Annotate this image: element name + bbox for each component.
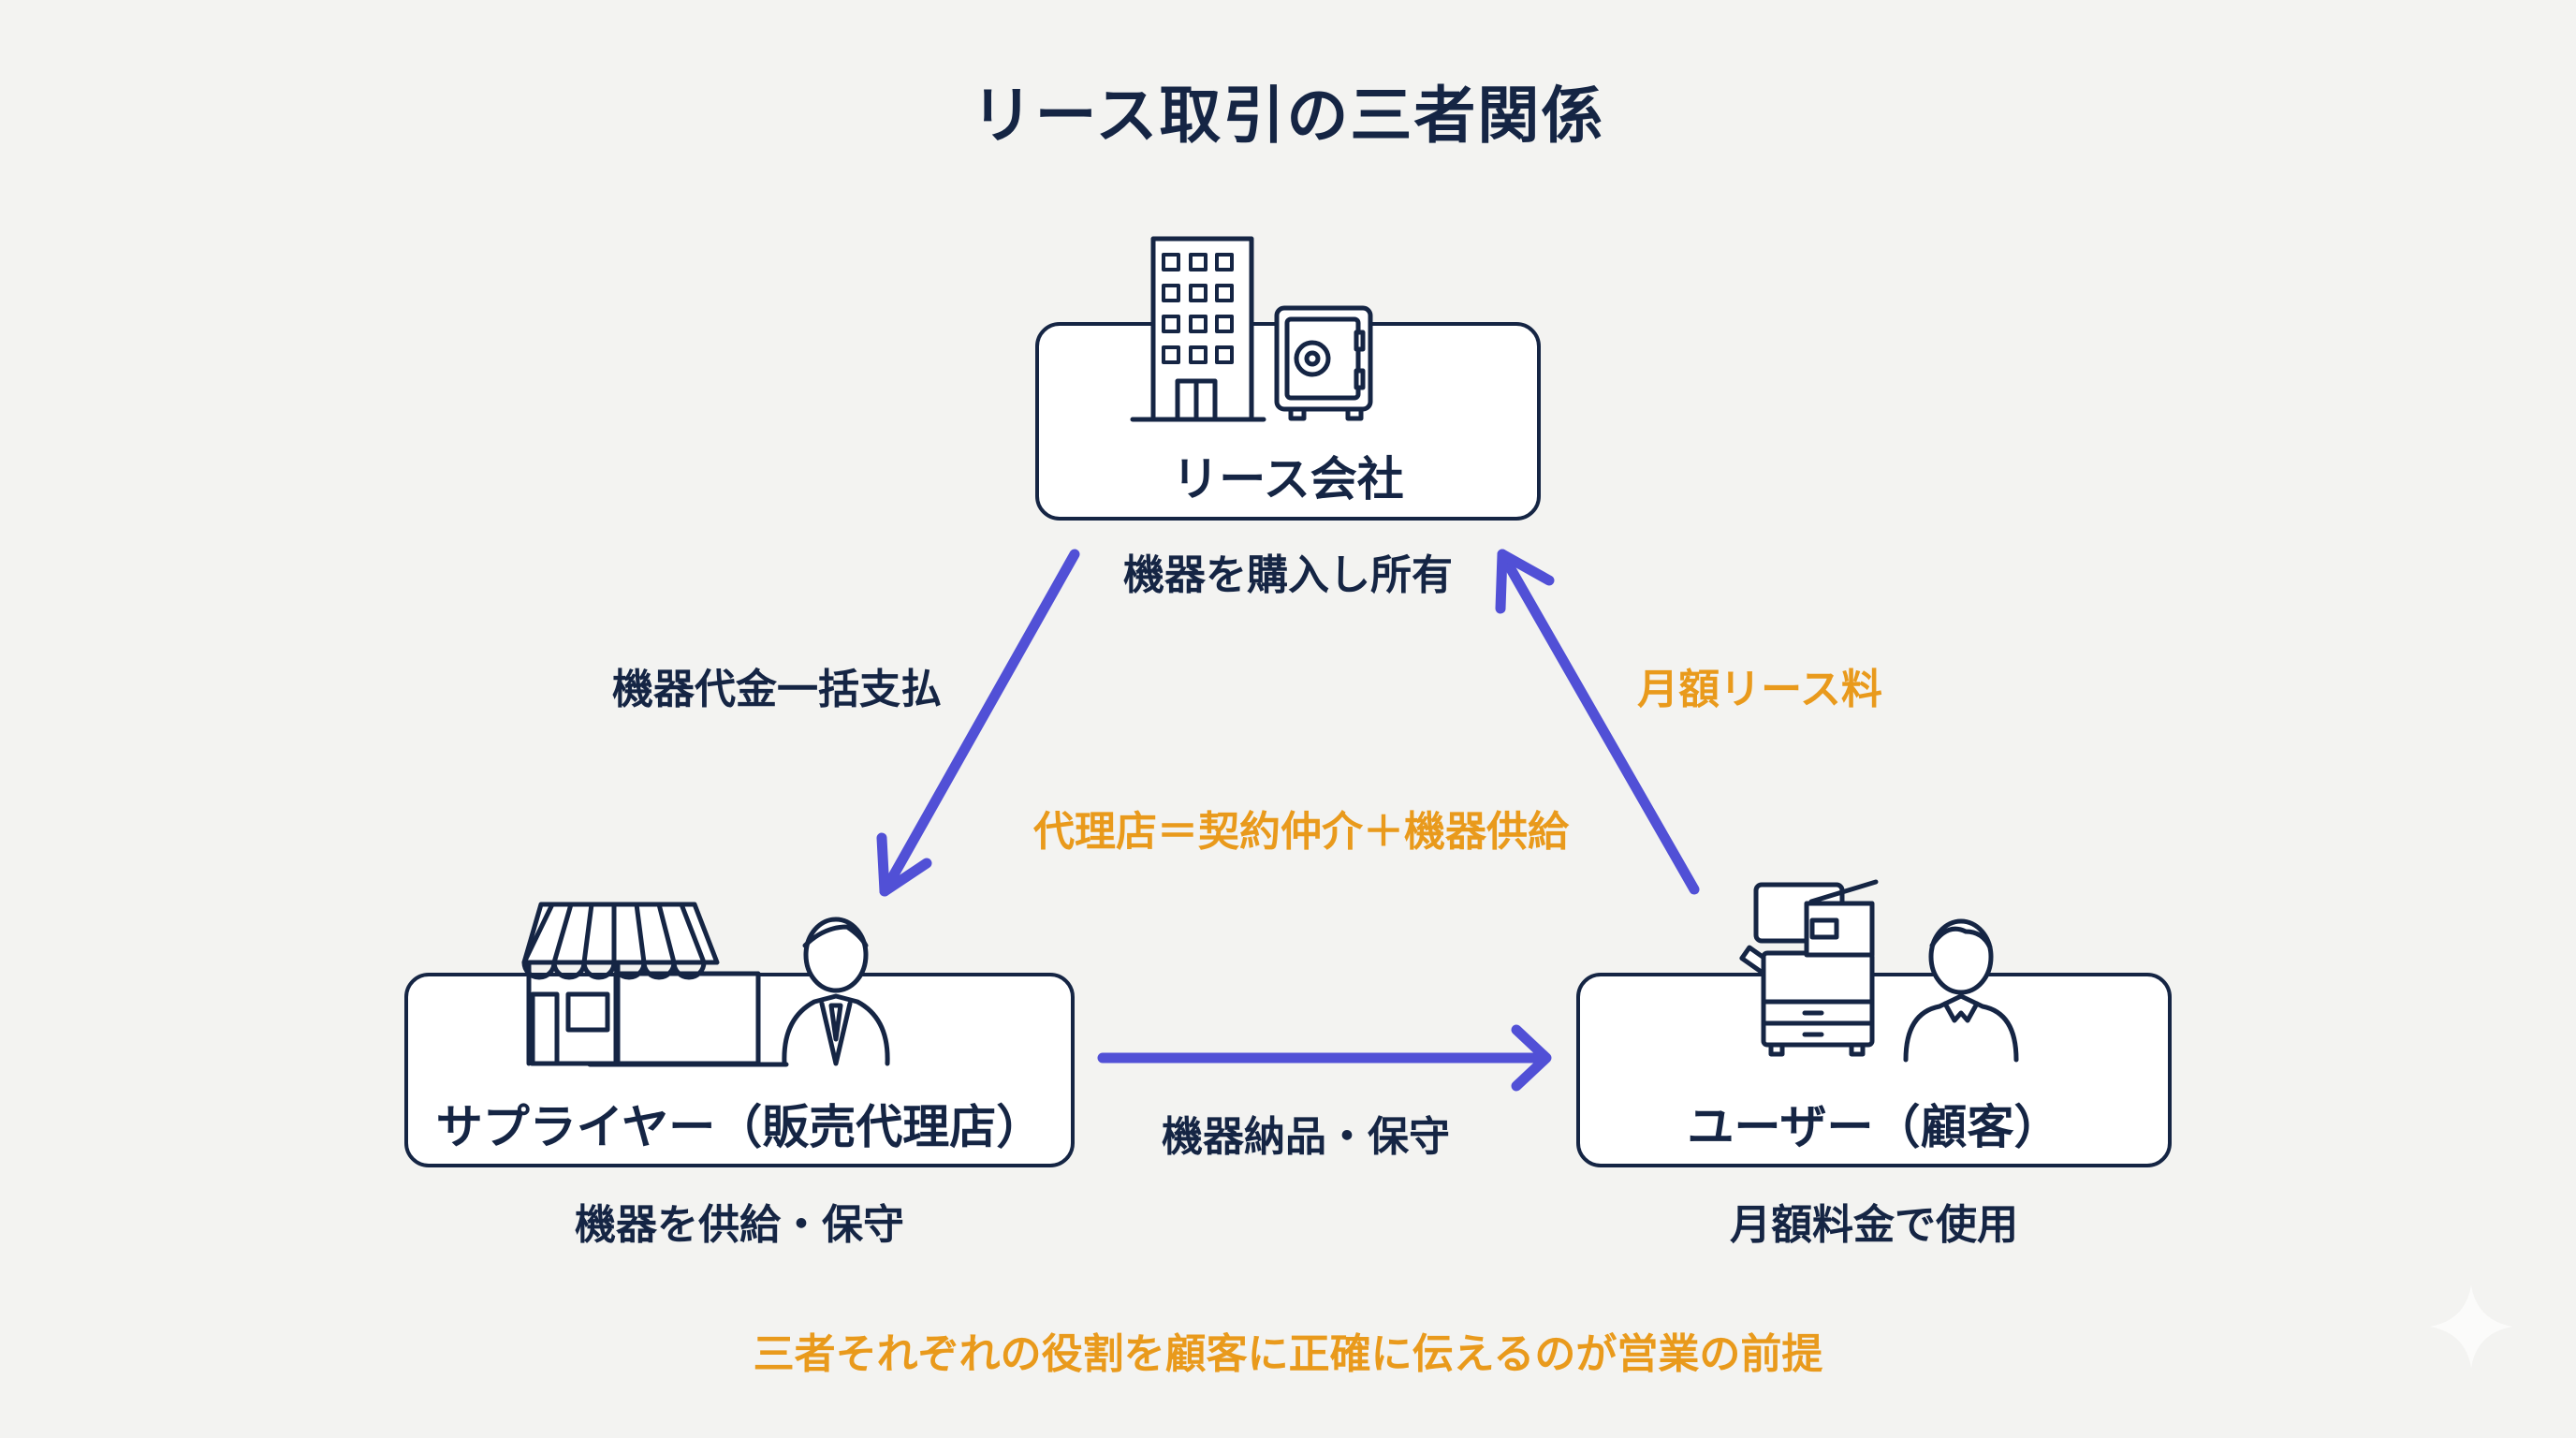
supplier-label: サプライヤー（販売代理店）: [435, 1100, 1044, 1154]
arrow-user-to-lessor: [1495, 549, 1700, 895]
center-note: 代理店＝契約仲介＋機器供給: [1033, 808, 1569, 856]
lessor-label: リース会社: [1172, 452, 1404, 506]
flow-label-supplier-to-user: 機器納品・保守: [1162, 1113, 1450, 1161]
lessor-role: 機器を購入し所有: [1123, 551, 1453, 599]
flow-label-user-to-lessor: 月額リース料: [1637, 666, 1882, 713]
arrow-lessor-to-supplier: [876, 549, 1080, 897]
flow-label-lessor-to-supplier: 機器代金一括支払: [612, 666, 942, 713]
office-building-icon: [1130, 236, 1266, 422]
page-title: リース取引の三者関係: [971, 80, 1605, 152]
supplier-role: 機器を供給・保守: [575, 1201, 904, 1249]
storefront-icon: [521, 902, 789, 1067]
user-role: 月額料金で使用: [1730, 1201, 2018, 1249]
businessman-icon: [782, 917, 890, 1066]
copier-icon: [1739, 879, 1879, 1057]
user-label: ユーザー（顧客）: [1687, 1100, 2061, 1154]
footer-note: 三者それぞれの役割を顧客に正確に伝えるのが営業の前提: [753, 1330, 1823, 1378]
safe-icon: [1274, 305, 1373, 421]
customer-icon: [1903, 918, 2019, 1063]
arrow-supplier-to-user: [1097, 1024, 1552, 1092]
